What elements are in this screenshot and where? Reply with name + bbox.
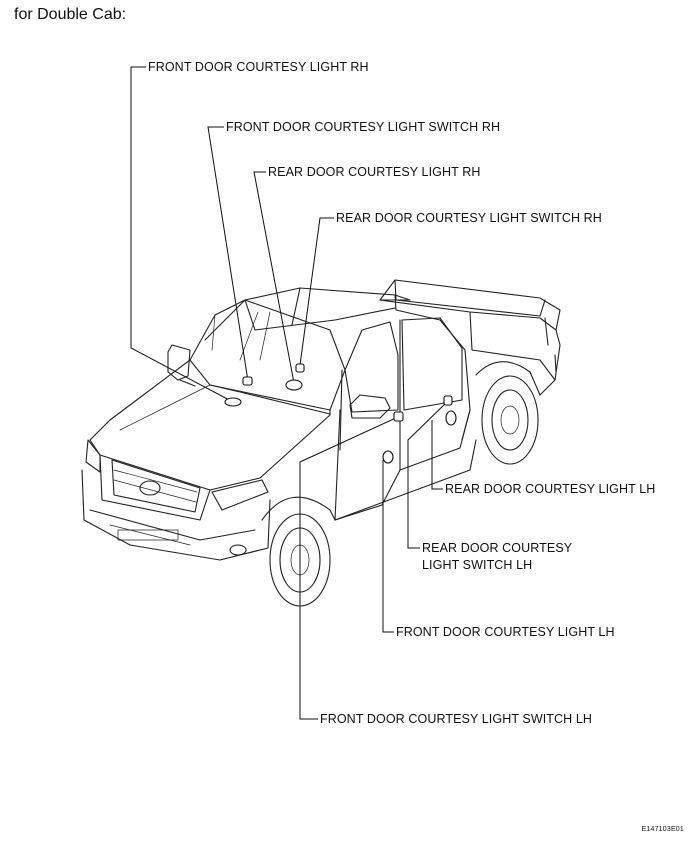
label-rear-door-courtesy-light-lh: REAR DOOR COURTESY LIGHT LH (445, 482, 656, 496)
front-switch-lh-part (393, 411, 404, 422)
label-front-door-courtesy-light-lh: FRONT DOOR COURTESY LIGHT LH (396, 625, 615, 639)
rear-light-lh-part (445, 410, 457, 426)
label-front-door-courtesy-light-switch-rh: FRONT DOOR COURTESY LIGHT SWITCH RH (226, 120, 501, 134)
rear-switch-rh-part (295, 363, 305, 373)
label-front-door-courtesy-light-rh: FRONT DOOR COURTESY LIGHT RH (148, 60, 369, 74)
figure-code: E147103E01 (641, 826, 684, 833)
label-rear-door-courtesy-light-switch-lh-line1: REAR DOOR COURTESY (422, 541, 573, 555)
label-rear-door-courtesy-light-rh: REAR DOOR COURTESY LIGHT RH (268, 165, 481, 179)
leader-lines (130, 66, 448, 720)
front-switch-rh-part (242, 376, 253, 386)
label-rear-door-courtesy-light-switch-rh: REAR DOOR COURTESY LIGHT SWITCH RH (336, 211, 602, 225)
label-front-door-courtesy-light-switch-lh: FRONT DOOR COURTESY LIGHT SWITCH LH (320, 712, 593, 726)
label-rear-door-courtesy-light-switch-lh-line2: LIGHT SWITCH LH (422, 558, 533, 572)
front-light-rh-part (224, 397, 242, 407)
front-light-lh-part (382, 450, 394, 464)
rear-light-rh-part (285, 379, 303, 391)
courtesy-light-parts (224, 363, 457, 464)
rear-switch-lh-part (443, 395, 453, 406)
diagram-heading: for Double Cab: (14, 6, 127, 23)
pickup-truck-drawing (81, 279, 561, 607)
